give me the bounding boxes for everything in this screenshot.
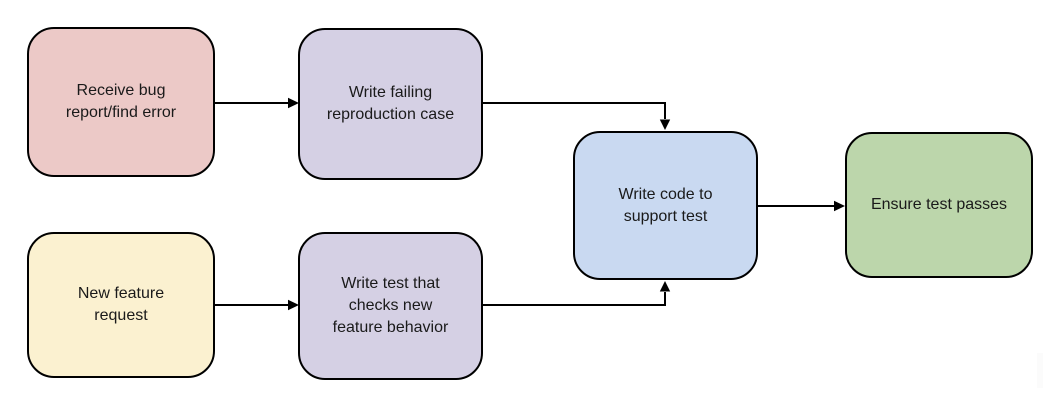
node-write-failing-reproduction-label: Write failing reproduction case — [326, 84, 455, 123]
arrow-write-test-to-write-code — [483, 281, 671, 306]
arrow-receive-bug-to-write-failing — [215, 97, 299, 109]
node-write-code-support-test[interactable]: Write code to support test — [573, 131, 758, 280]
arrow-write-failing-to-write-code — [483, 102, 671, 130]
node-write-failing-reproduction[interactable]: Write failing reproduction case — [298, 28, 483, 180]
node-write-test-checks-behavior-label: Write test that checks new feature behav… — [332, 275, 449, 336]
arrow-new-feature-to-write-test — [215, 299, 299, 311]
node-ensure-test-passes-label: Ensure test passes — [870, 196, 1008, 214]
arrow-write-code-to-ensure-pass — [758, 200, 845, 212]
node-ensure-test-passes[interactable]: Ensure test passes — [845, 132, 1033, 278]
scrollbar-artifact — [1037, 353, 1043, 388]
node-new-feature-request-label: New feature request — [77, 285, 165, 324]
node-write-test-checks-behavior[interactable]: Write test that checks new feature behav… — [298, 232, 483, 380]
node-write-code-support-test-label: Write code to support test — [618, 185, 713, 225]
node-receive-bug-report-label: Receive bug report/find error — [65, 82, 177, 121]
node-receive-bug-report[interactable]: Receive bug report/find error — [27, 27, 215, 177]
node-new-feature-request[interactable]: New feature request — [27, 232, 215, 378]
